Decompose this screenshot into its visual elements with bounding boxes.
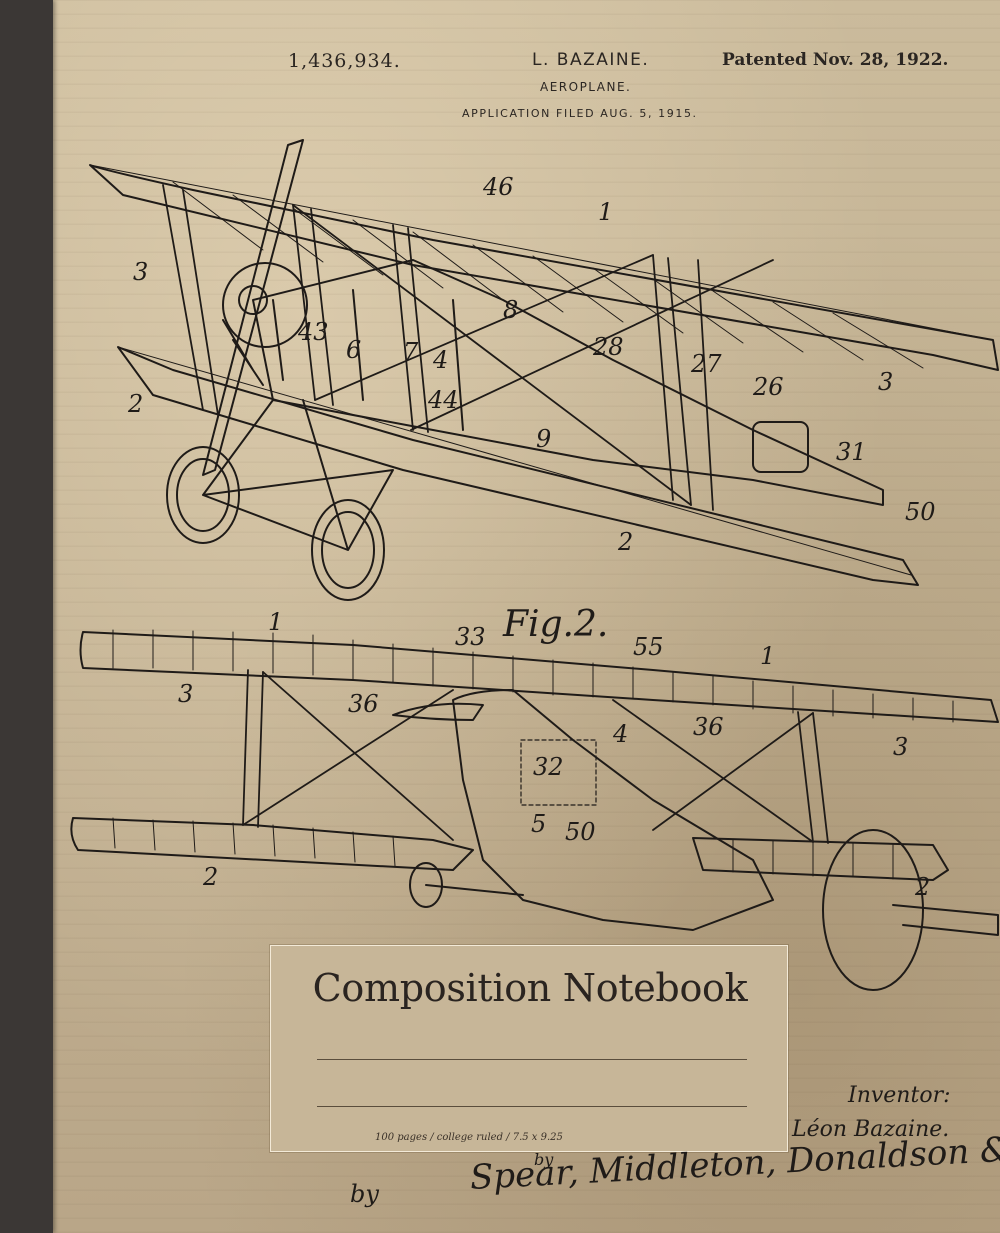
fig2-reference-numbers: 1 33 55 1 3 36 4 36 3 32 5 50 2 2 [178, 608, 930, 901]
notebook-details: 100 pages / college ruled / 7.5 x 9.25 [375, 1132, 563, 1143]
ref2-2-left: 2 [202, 863, 218, 891]
ref-27: 27 [690, 350, 722, 378]
ref-26: 26 [752, 373, 784, 401]
fig1-landing-gear [166, 399, 394, 601]
ref-1: 1 [598, 198, 613, 226]
ref-43: 43 [297, 318, 329, 346]
patent-drawing: 46 1 3 43 6 7 4 8 28 27 26 3 2 44 9 31 5… [70, 139, 999, 991]
by-text-left: by [350, 1180, 379, 1208]
ref-44: 44 [427, 386, 459, 414]
inventor-signature: Léon Bazaine. [792, 1117, 950, 1142]
ref-2-left: 2 [127, 390, 143, 418]
patent-date: Patented Nov. 28, 1922. [722, 50, 949, 70]
ref2-36-left: 36 [348, 690, 379, 718]
fig2-struts [242, 669, 829, 844]
ref2-2-right: 2 [914, 873, 930, 901]
inventor-label: Inventor: [848, 1083, 951, 1108]
fig2-lower-wing [70, 817, 949, 881]
ref-9: 9 [536, 425, 551, 453]
fig1-propeller [202, 139, 308, 476]
application-filed: APPLICATION FILED AUG. 5, 1915. [462, 107, 698, 120]
ref-2-bottom: 2 [617, 528, 633, 556]
ref2-1-right: 1 [760, 642, 775, 670]
fig1-reference-numbers: 46 1 3 43 6 7 4 8 28 27 26 3 2 44 9 31 5… [127, 173, 936, 556]
ref2-5: 5 [531, 810, 546, 838]
ref2-4: 4 [612, 720, 628, 748]
ref2-33: 33 [455, 623, 486, 651]
notebook-title: Composition Notebook [312, 966, 748, 1010]
ref-3-right: 3 [878, 368, 893, 396]
fig2-top-wing [79, 629, 999, 723]
ref-4: 4 [432, 346, 448, 374]
fig2-fuselage [392, 689, 999, 991]
notebook-label: Composition Notebook 100 pages / college… [270, 945, 788, 1152]
ref-7: 7 [403, 338, 419, 366]
ref-28: 28 [592, 333, 624, 361]
ref-6: 6 [346, 336, 361, 364]
fig1-lower-wing [117, 346, 919, 586]
patent-title: AEROPLANE. [540, 80, 632, 94]
by-text-small: by [534, 1150, 554, 1169]
ref2-3-right: 3 [893, 733, 908, 761]
ref-3-left: 3 [133, 258, 148, 286]
ref2-55: 55 [633, 633, 664, 661]
subject-line [317, 1106, 747, 1107]
ref2-3-left: 3 [178, 680, 193, 708]
ref2-32: 32 [533, 753, 564, 781]
ref2-36-right: 36 [693, 713, 724, 741]
binding-spine [0, 0, 53, 1233]
patent-inventor-name: L. BAZAINE. [532, 50, 650, 70]
figure-label: Fig.2. [503, 604, 609, 645]
ref-46: 46 [482, 173, 514, 201]
fig1-struts [162, 184, 774, 511]
fig1-top-wing [89, 164, 999, 371]
ref-31: 31 [836, 438, 867, 466]
patent-number: 1,436,934. [288, 50, 401, 72]
fig1-fuselage [252, 259, 884, 506]
ref2-1-left: 1 [268, 608, 283, 636]
ref-8: 8 [503, 296, 518, 324]
name-line [317, 1059, 747, 1060]
ref2-50: 50 [565, 818, 596, 846]
ref-50: 50 [905, 498, 936, 526]
